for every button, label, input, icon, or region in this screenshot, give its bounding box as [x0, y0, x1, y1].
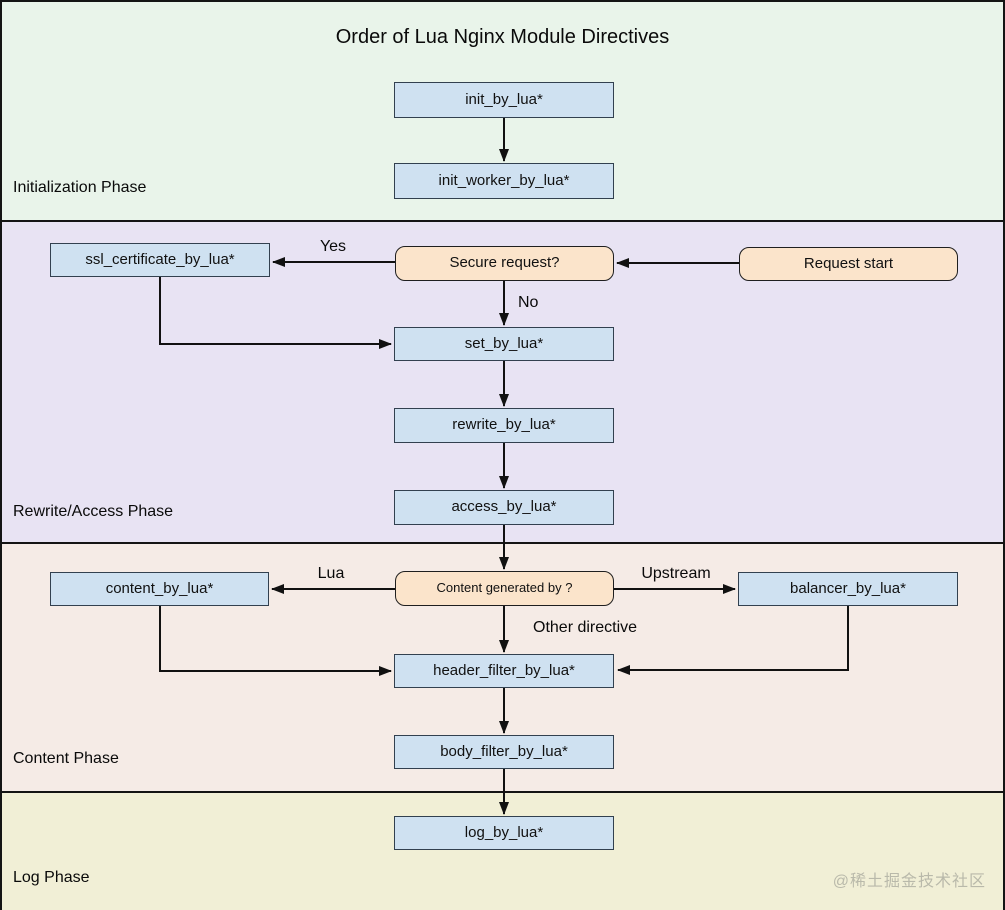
node-label: rewrite_by_lua*: [452, 416, 556, 434]
log-phase-label: Log Phase: [13, 869, 90, 886]
edge-label-lua: Lua: [317, 565, 345, 582]
node-label: log_by_lua*: [464, 823, 544, 841]
node-label: body_filter_by_lua*: [440, 742, 568, 760]
node-ssl-certificate-by-lua: ssl_certificate_by_lua*: [50, 243, 270, 277]
node-label: content_by_lua*: [105, 579, 214, 597]
diagram-title: Order of Lua Nginx Module Directives: [335, 26, 670, 48]
node-label: Request start: [803, 254, 894, 272]
node-label: ssl_certificate_by_lua*: [85, 250, 235, 268]
node-access-by-lua: access_by_lua*: [394, 490, 614, 525]
node-header-filter-by-lua: header_filter_by_lua*: [394, 654, 614, 688]
node-label: Secure request?: [449, 254, 560, 272]
node-balancer-by-lua: balancer_by_lua*: [738, 572, 958, 606]
edge-label-no: No: [518, 294, 539, 311]
node-init-worker-by-lua: init_worker_by_lua*: [394, 163, 614, 199]
node-set-by-lua: set_by_lua*: [394, 327, 614, 361]
node-label: Content generated by ?: [436, 580, 573, 596]
node-init-by-lua: init_by_lua*: [394, 82, 614, 118]
edge-label-other-directive: Other directive: [533, 619, 638, 636]
node-label: init_by_lua*: [465, 90, 543, 108]
node-secure-request: Secure request?: [395, 246, 614, 281]
node-label: set_by_lua*: [464, 334, 544, 352]
log-phase-band: [2, 791, 1003, 910]
edge-label-yes: Yes: [319, 238, 347, 255]
content-phase-label: Content Phase: [13, 750, 119, 767]
node-content-generated-by: Content generated by ?: [395, 571, 614, 606]
node-rewrite-by-lua: rewrite_by_lua*: [394, 408, 614, 443]
node-content-by-lua: content_by_lua*: [50, 572, 269, 606]
node-request-start: Request start: [739, 247, 958, 281]
node-label: balancer_by_lua*: [790, 579, 906, 597]
initialization-phase-label: Initialization Phase: [13, 179, 147, 196]
edge-label-upstream: Upstream: [641, 565, 711, 582]
rewrite-access-phase-label: Rewrite/Access Phase: [13, 503, 174, 520]
node-log-by-lua: log_by_lua*: [394, 816, 614, 850]
node-body-filter-by-lua: body_filter_by_lua*: [394, 735, 614, 769]
node-label: init_worker_by_lua*: [438, 171, 570, 189]
watermark: @稀土掘金技术社区: [832, 873, 986, 890]
node-label: access_by_lua*: [451, 498, 557, 516]
node-label: header_filter_by_lua*: [433, 661, 575, 679]
